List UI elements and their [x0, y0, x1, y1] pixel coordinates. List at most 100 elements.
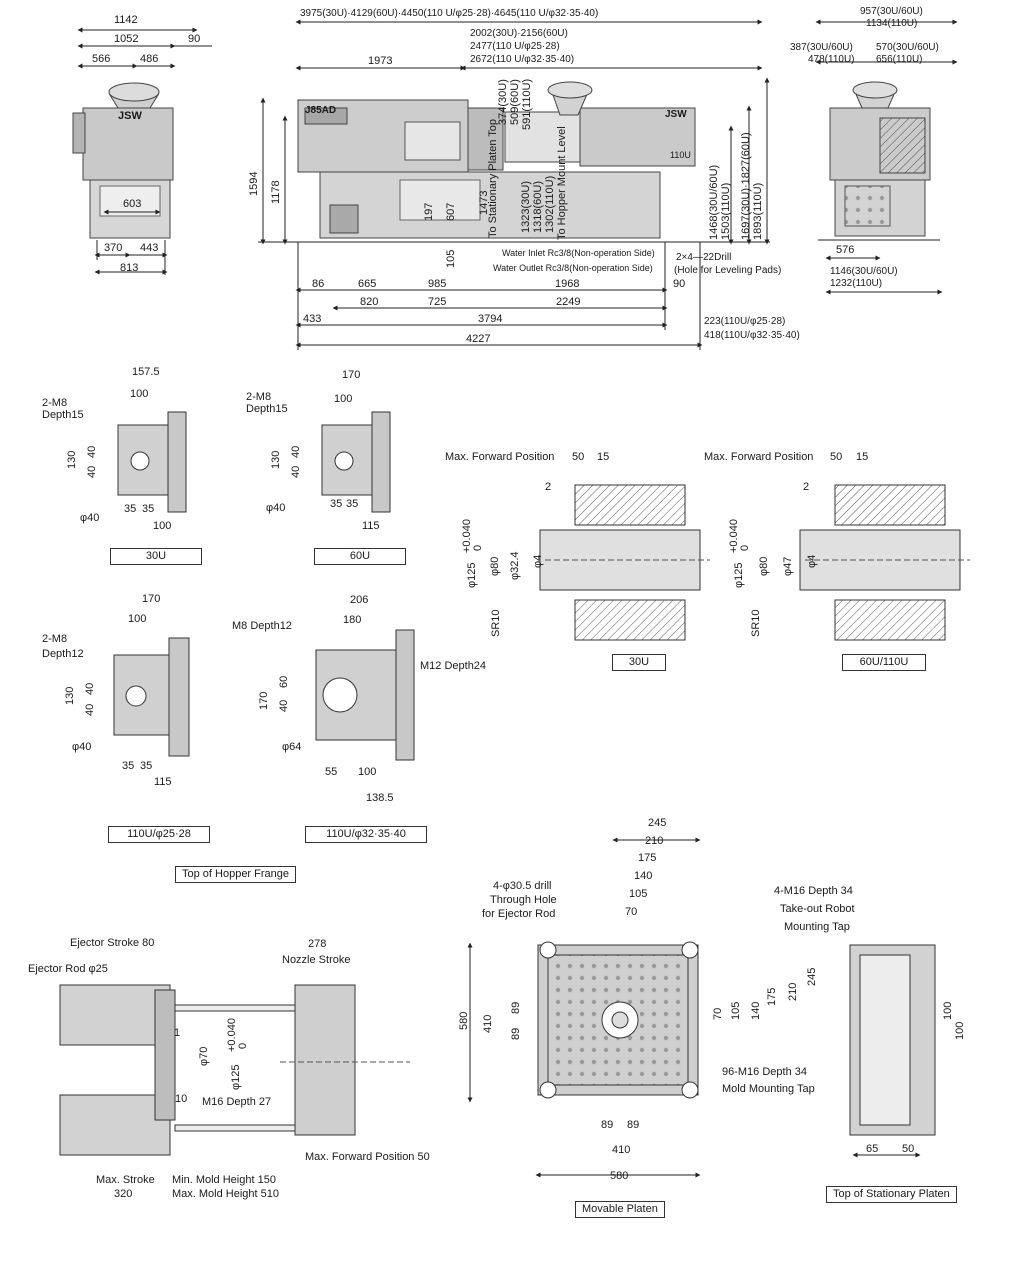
noz30-tol0: 0: [472, 544, 484, 551]
noz60-dia3: φ47: [782, 556, 794, 576]
mp-mold-tap-2: Mold Mounting Tap: [722, 1083, 815, 1095]
dim-603: 603: [123, 198, 142, 210]
end-view-drawing: [815, 19, 958, 295]
sp-65: 65: [866, 1143, 879, 1155]
hf110s-tap: 2-M8: [42, 633, 68, 645]
dim-105: 105: [445, 249, 457, 268]
noz60-label: 60U/110U: [842, 654, 926, 671]
main-logo: J85AD: [305, 105, 337, 116]
hf110s-inner: 100: [128, 613, 147, 625]
clamp-tol0: 0: [237, 1042, 249, 1049]
hf110l-h: 170: [258, 691, 270, 710]
hf110s-p1: 40: [84, 682, 96, 695]
noz60-dia1: φ125: [733, 562, 745, 589]
noz60-tol0: 0: [739, 544, 751, 551]
hf110l-w: 206: [350, 594, 369, 606]
sp-100b: 100: [954, 1021, 966, 1040]
end-dim-1146: 1146(30U/60U): [830, 266, 898, 277]
dim-3794: 3794: [478, 313, 503, 325]
clamp-ejector-stroke: Ejector Stroke 80: [70, 937, 155, 949]
mp-right-175: 175: [766, 987, 778, 1006]
label-1893: 1893(110U): [752, 182, 764, 240]
hf60-off1: 35: [330, 498, 343, 510]
noz60-dia4: φ4: [806, 554, 818, 568]
hf110s-depth: Depth12: [42, 648, 84, 660]
dim-813: 813: [120, 262, 139, 274]
dim-197: 197: [423, 202, 435, 221]
dim-1052: 1052: [114, 33, 139, 45]
dim-820: 820: [360, 296, 379, 308]
dim-86: 86: [312, 278, 325, 290]
mp-mold-tap-1: 96-M16 Depth 34: [722, 1066, 807, 1078]
noz30-d1: 50: [572, 451, 585, 463]
hf30-depth: Depth15: [42, 409, 84, 421]
end-dim-656: 656(110U): [876, 54, 923, 65]
noz30-dia2: φ80: [489, 556, 501, 576]
dim-665: 665: [358, 278, 377, 290]
mp-bot-410: 410: [612, 1144, 631, 1156]
clamp-min-mold: Min. Mold Height 150: [172, 1174, 276, 1186]
dim-1594: 1594: [248, 171, 260, 196]
clamp-drawing: [59, 984, 410, 1156]
hf110s-bore: φ40: [72, 741, 92, 753]
hf110s-h: 130: [64, 686, 76, 705]
hf110l-off1: 55: [325, 766, 338, 778]
dim-370: 370: [104, 242, 123, 254]
mp-right-105: 105: [730, 1001, 742, 1020]
end-dim-957: 957(30U/60U): [860, 6, 923, 17]
noz30-dia3: φ32.4: [509, 551, 521, 580]
noz30-d3: 2: [545, 481, 552, 493]
hf60-bottom: 115: [362, 520, 380, 532]
main-top-dim-2c: 2672(110 U/φ32·35·40): [470, 54, 575, 65]
callout-water-inlet: Water Inlet Rc3/8(Non-operation Side): [502, 248, 655, 258]
mp-bot-89b: 89: [627, 1119, 640, 1131]
end-dim-387: 387(30U/60U): [790, 42, 853, 53]
hf30-p2: 40: [86, 465, 98, 478]
dim-725: 725: [428, 296, 447, 308]
mp-drill-3: for Ejector Rod: [482, 908, 556, 920]
mp-top-210: 210: [645, 835, 664, 847]
hf110l-p1: 60: [278, 675, 290, 688]
mp-right-210: 210: [787, 982, 799, 1001]
hf110s-p2: 40: [84, 703, 96, 716]
dim-1178: 1178: [270, 180, 282, 204]
movable-platen-drawing: [467, 837, 701, 1178]
hf30-off2: 35: [142, 503, 155, 515]
nozzle-drawings: [539, 484, 970, 641]
mp-drill-1: 4-φ30.5 drill: [493, 880, 552, 892]
noz60-dia2: φ80: [758, 556, 770, 576]
hf30-inner: 100: [130, 388, 149, 400]
clamp-320: 320: [114, 1188, 133, 1200]
noz30-dia1: φ125: [466, 562, 478, 589]
hf60-tap: 2-M8: [246, 391, 272, 403]
hf110l-bore: φ64: [282, 741, 302, 753]
sp-100a: 100: [942, 1001, 954, 1020]
dim-1973: 1973: [368, 55, 393, 67]
dim-985: 985: [428, 278, 447, 290]
dim-90: 90: [188, 33, 201, 45]
hf110l-p2: 40: [278, 699, 290, 712]
hf110l-tap: M8 Depth12: [232, 620, 292, 632]
note-418: 418(110U/φ32·35·40): [704, 330, 800, 341]
hf110s-off2: 35: [140, 760, 153, 772]
callout-water-outlet: Water Outlet Rc3/8(Non-operation Side): [493, 263, 653, 273]
dim-566: 566: [92, 53, 111, 65]
hopper-flange-caption: Top of Hopper Frange: [175, 866, 297, 883]
clamp-nozzle-stroke: Nozzle Stroke: [282, 954, 351, 966]
noz30-fwd: Max. Forward Position: [445, 451, 555, 463]
noz30-dia4: φ4: [532, 554, 544, 568]
noz60-d2: 15: [856, 451, 869, 463]
clamp-max-fwd: Max. Forward Position 50: [305, 1151, 430, 1163]
label-1503: 1503(110U): [720, 182, 732, 240]
main-brand: JSW: [665, 109, 687, 120]
side-logo: JSW: [118, 110, 142, 122]
hf30-bottom: 100: [153, 520, 172, 532]
hf110s-off1: 35: [122, 760, 135, 772]
hf60-label: 60U: [314, 548, 406, 565]
mp-top-245: 245: [648, 817, 667, 829]
end-dim-1232: 1232(110U): [830, 278, 883, 289]
hf30-h: 130: [66, 450, 78, 469]
mp-drill-2: Through Hole: [490, 894, 557, 906]
